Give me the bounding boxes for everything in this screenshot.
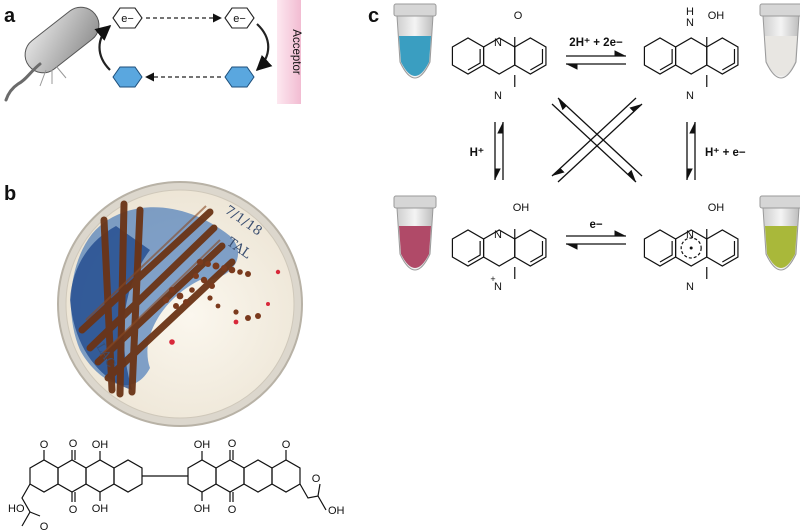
bacterium-icon <box>4 6 100 102</box>
acid-ho-left: HO <box>8 503 25 515</box>
atom-plus-charge: + <box>490 274 495 284</box>
reduction-arrow-left <box>94 24 112 71</box>
molecule-protonated-pyocyanin <box>451 229 547 279</box>
hydroxyl-1: OH <box>92 439 109 451</box>
atom-oh-tr: OH <box>708 10 725 22</box>
inner-bond-2 <box>722 49 736 71</box>
tube-fill <box>399 226 431 268</box>
panel-c: c O N N N H O <box>368 3 800 293</box>
acid-carbonyl-left: O <box>40 521 49 531</box>
acid-carbonyl-right: O <box>312 473 321 485</box>
panel-b: b <box>4 181 345 531</box>
molecule-reduced-pyocyanin <box>643 37 739 87</box>
atom-n-top: N <box>494 37 502 49</box>
molecule-radical-pyocyanin <box>643 229 739 279</box>
atom-n-h: N <box>686 17 694 29</box>
reaction-label-left: H⁺ <box>470 147 484 159</box>
ring-2 <box>514 37 547 75</box>
electron-label: e− <box>233 13 246 25</box>
carbonyl-o-4: O <box>228 504 237 516</box>
equilibrium-arrow-top <box>566 50 626 70</box>
electron-label: e− <box>121 13 134 25</box>
carrier-hexagon-reduced-left: e− <box>112 7 143 29</box>
reaction-label-bottom: e− <box>589 219 602 231</box>
atom-oh-br: OH <box>708 202 725 214</box>
inner-bond-0 <box>467 49 481 71</box>
inner-bond-0 <box>467 241 481 263</box>
panel-label-b: b <box>4 183 16 205</box>
hydroxyl-4: OH <box>194 503 211 515</box>
carrier-hexagon-reduced-right: e− <box>224 7 255 29</box>
atom-n-bl: N <box>494 229 502 241</box>
inner-bond-0 <box>659 49 673 71</box>
inner-bond-2 <box>530 241 544 263</box>
atom-carbonyl-o: O <box>514 10 523 22</box>
equilibrium-arrow-bottom <box>566 230 626 250</box>
pigment-structure <box>21 450 327 527</box>
ring-2 <box>706 37 739 75</box>
ring-2 <box>514 229 547 267</box>
carbonyl-o-2: O <box>69 504 78 516</box>
tube-bottom-right <box>759 195 800 271</box>
panel-label-a: a <box>4 5 16 27</box>
carbonyl-o-3: O <box>228 438 237 450</box>
equilibrium-arrow-right <box>686 121 696 180</box>
acceptor-label: Acceptor <box>290 29 302 75</box>
inner-bond-0 <box>659 241 673 263</box>
tube-fill <box>765 226 797 268</box>
inner-bond-2 <box>722 241 736 263</box>
hydroxyl-3: OH <box>194 439 211 451</box>
panel-a: a e− e− Acceptor <box>4 0 302 104</box>
ring-1 <box>674 37 708 75</box>
tube-fill <box>399 36 431 76</box>
ring-0 <box>643 229 677 267</box>
ring-0 <box>451 229 485 267</box>
atom-h: H <box>686 6 694 18</box>
atom-n-br-methyl: N <box>686 281 694 293</box>
ring-0 <box>451 37 485 75</box>
equilibrium-arrow-diagonal-1 <box>551 97 643 183</box>
equilibrium-arrow-diagonal-2 <box>551 97 643 183</box>
reaction-label-right: H⁺ + e− <box>705 147 746 159</box>
ring-0 <box>643 37 677 75</box>
panel-label-c: c <box>368 5 379 27</box>
molecule-pyocyanin-oxidized <box>451 37 547 87</box>
carrier-hexagon-oxidized-left <box>112 66 143 88</box>
inner-bond-2 <box>530 49 544 71</box>
carrier-hexagon-oxidized-right <box>224 66 255 88</box>
atom-n-methyl-tr: N <box>686 90 694 102</box>
tube-top-left <box>393 3 437 79</box>
ring-oxygen-left: O <box>40 439 49 451</box>
tube-top-right <box>759 3 800 79</box>
acid-oh-right: OH <box>328 505 345 517</box>
inner-bond-1 <box>680 237 702 259</box>
atom-n-methyl: N <box>494 90 502 102</box>
ring-oxygen-right: O <box>282 439 291 451</box>
petri-dish-photo: 7/1/18 TAL LAC <box>57 181 303 427</box>
tube-bottom-left <box>393 195 437 271</box>
acceptor-bar <box>277 0 301 104</box>
ring-2 <box>706 229 739 267</box>
atom-n-plus: N <box>494 281 502 293</box>
reaction-label-top: 2H⁺ + 2e− <box>569 37 623 49</box>
tube-fill <box>765 36 797 76</box>
hydroxyl-2: OH <box>92 503 109 515</box>
atom-oh-bl: OH <box>513 202 530 214</box>
atom-n-br: N <box>686 229 694 241</box>
equilibrium-arrow-left <box>494 121 504 180</box>
carbonyl-o-1: O <box>69 438 78 450</box>
oxidation-arrow-right <box>255 23 273 72</box>
radical-dot <box>689 246 693 250</box>
